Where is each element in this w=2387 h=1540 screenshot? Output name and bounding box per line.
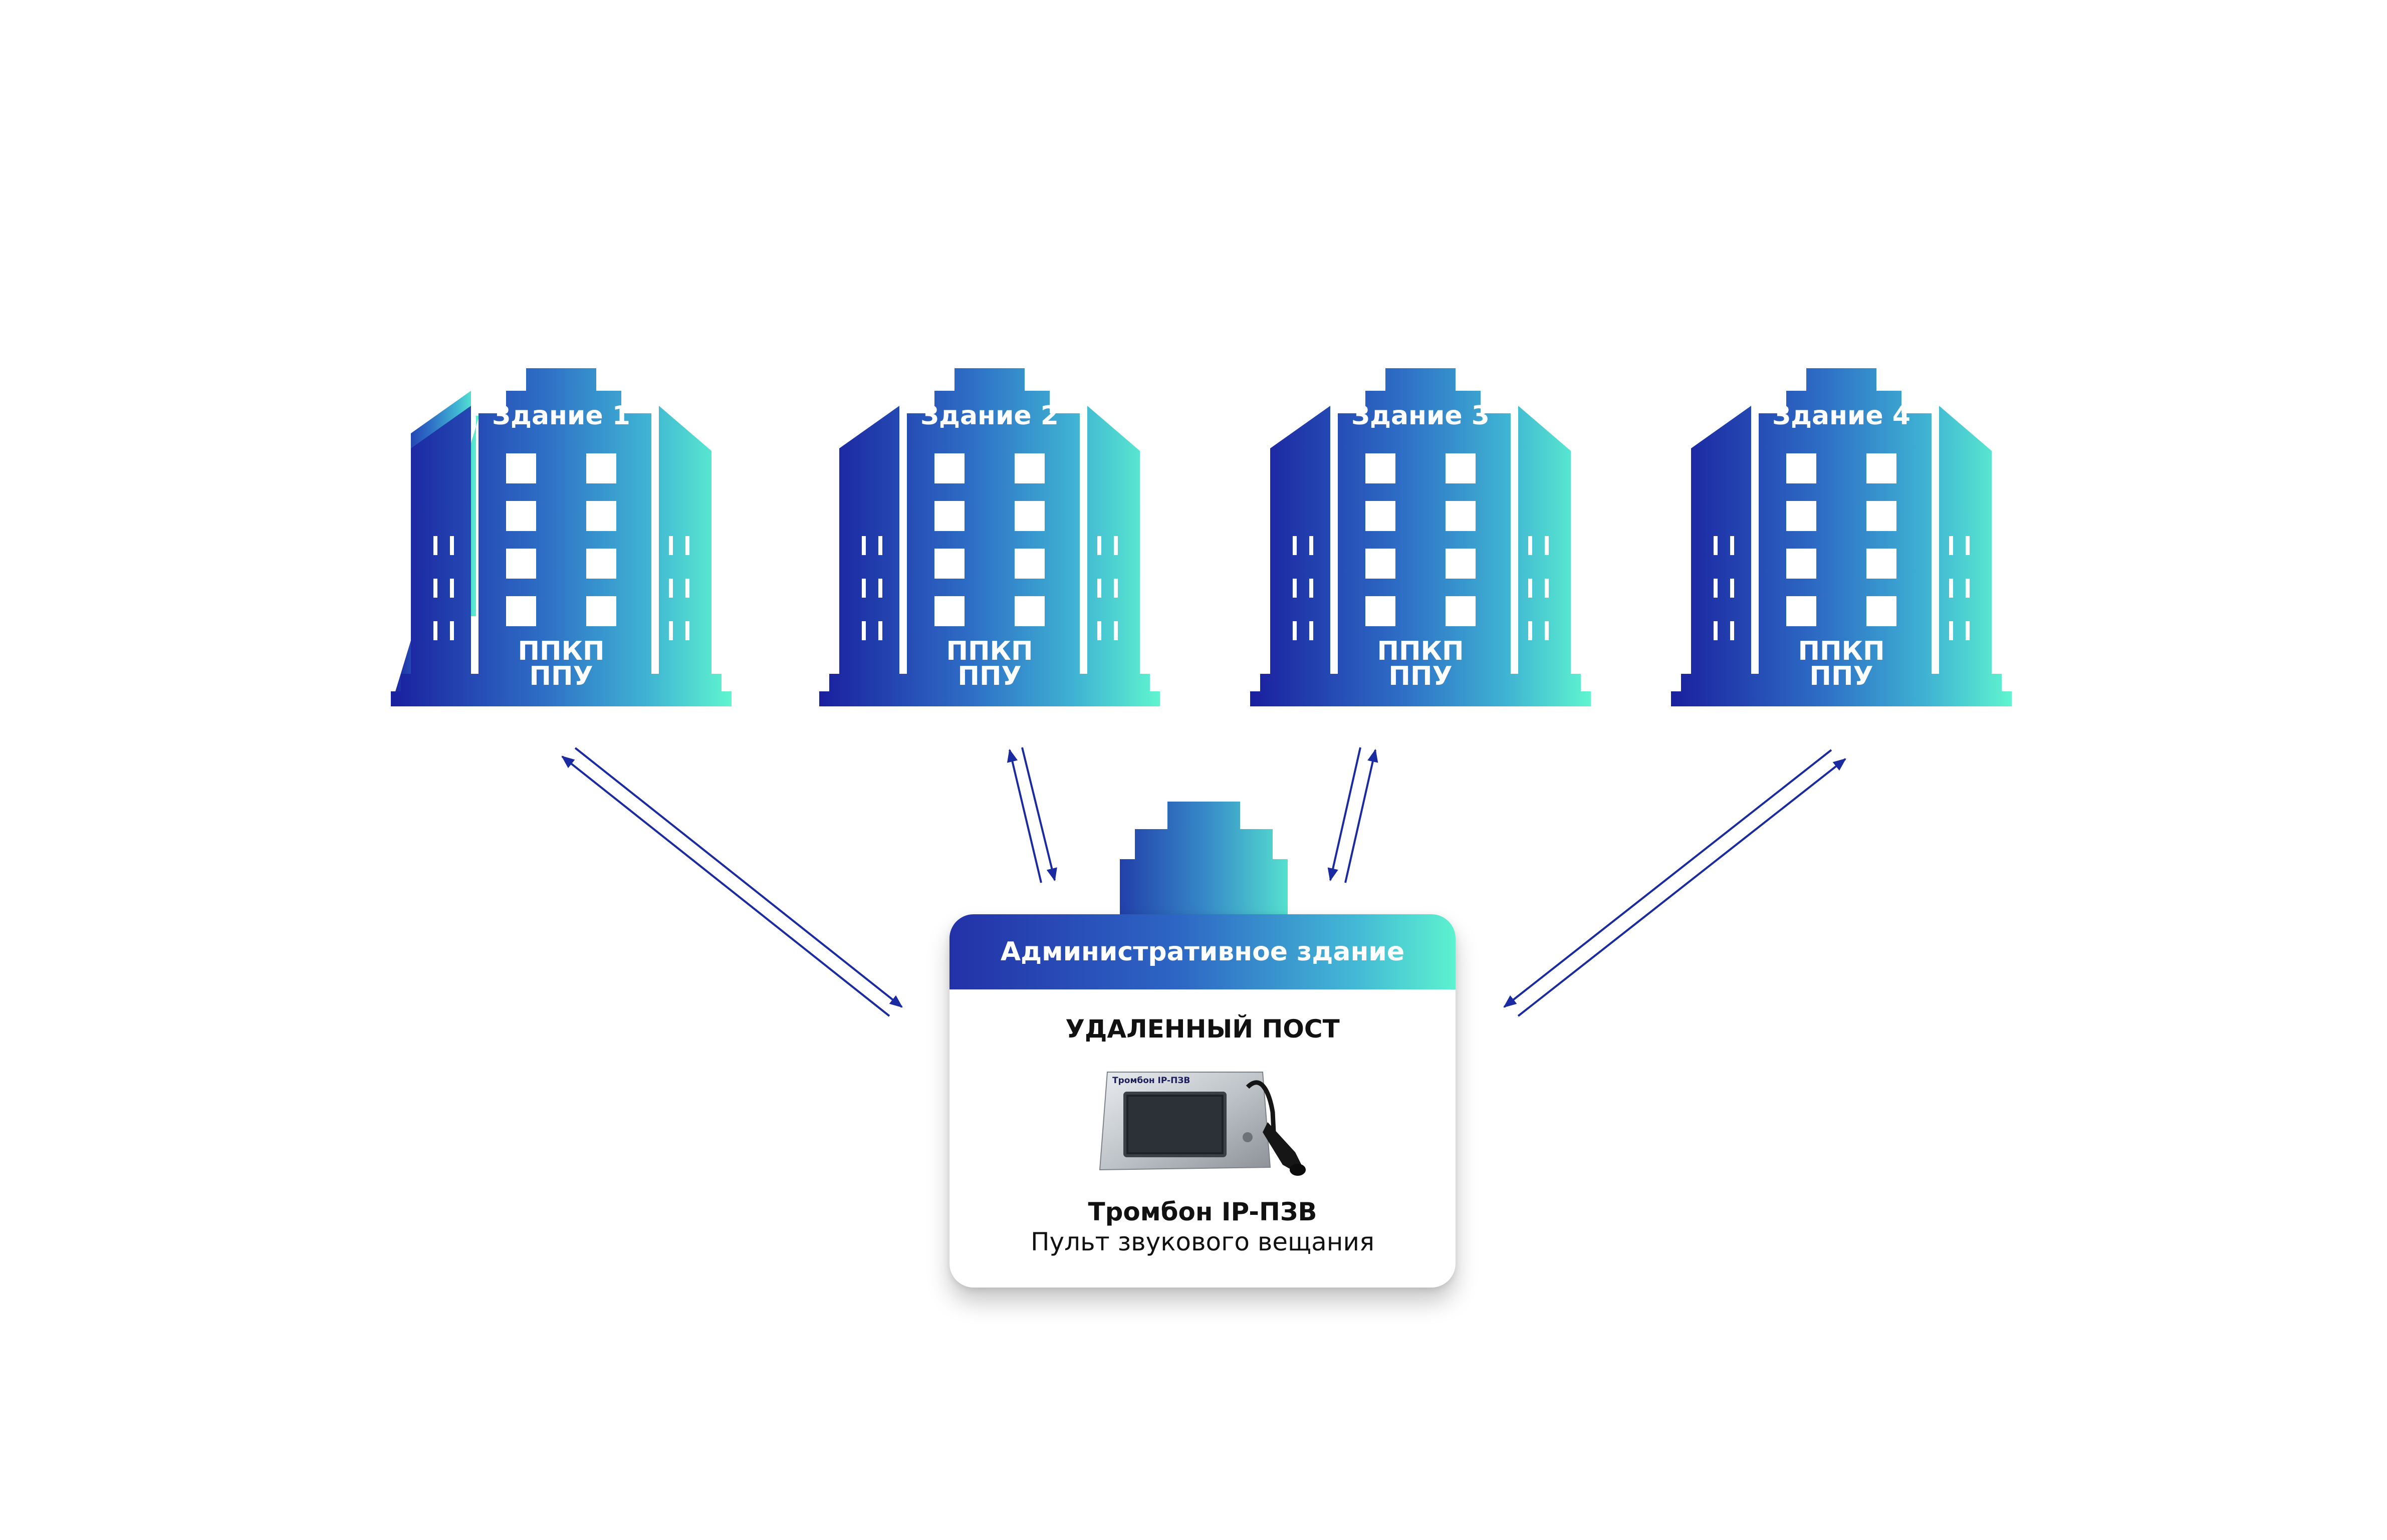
admin-building-card: Административное здание УДАЛЕННЫЙ ПОСТ Т… — [949, 914, 1456, 1288]
building-3-system-1: ППКП — [1377, 636, 1464, 666]
remote-post-label: УДАЛЕННЫЙ ПОСТ — [1065, 1014, 1340, 1044]
building-4: Здание 4 ППКП ППУ — [1671, 368, 2012, 706]
device-description: Пульт звукового вещания — [1030, 1227, 1375, 1256]
building-3-system-2: ППУ — [1388, 661, 1452, 691]
connection-building-1 — [561, 747, 903, 1017]
connection-building-3 — [1327, 747, 1378, 883]
building-3-title: Здание 3 — [1351, 401, 1490, 431]
building-4-system-1: ППКП — [1798, 636, 1884, 666]
connection-building-4 — [1503, 749, 1846, 1017]
building-2-system-2: ППУ — [958, 661, 1021, 691]
device-name: Тромбон IP-ПЗВ — [1088, 1197, 1317, 1226]
admin-building-title: Административное здание — [949, 914, 1456, 989]
building-3: Здание 3 ППКП ППУ — [1250, 368, 1591, 706]
building-4-title: Здание 4 — [1772, 401, 1911, 431]
building-1-system-2: ППУ — [529, 661, 593, 691]
building-2: Здание 2 ППКП ППУ — [819, 368, 1160, 706]
sound-console-device-image: Тромбон IP-ПЗВ — [1099, 1072, 1306, 1176]
device-brand-label: Тромбон IP-ПЗВ — [1112, 1076, 1190, 1086]
building-1-system-1: ППКП — [518, 636, 604, 666]
building-1-title: Здание 1 — [492, 401, 630, 431]
building-2-system-1: ППКП — [946, 636, 1033, 666]
admin-building-top — [1120, 802, 1288, 917]
building-2-title: Здание 2 — [920, 401, 1059, 431]
building-4-system-2: ППУ — [1809, 661, 1873, 691]
building-1: Здание 1 ППКП ППУ — [391, 368, 732, 706]
connection-building-2 — [1007, 747, 1057, 883]
